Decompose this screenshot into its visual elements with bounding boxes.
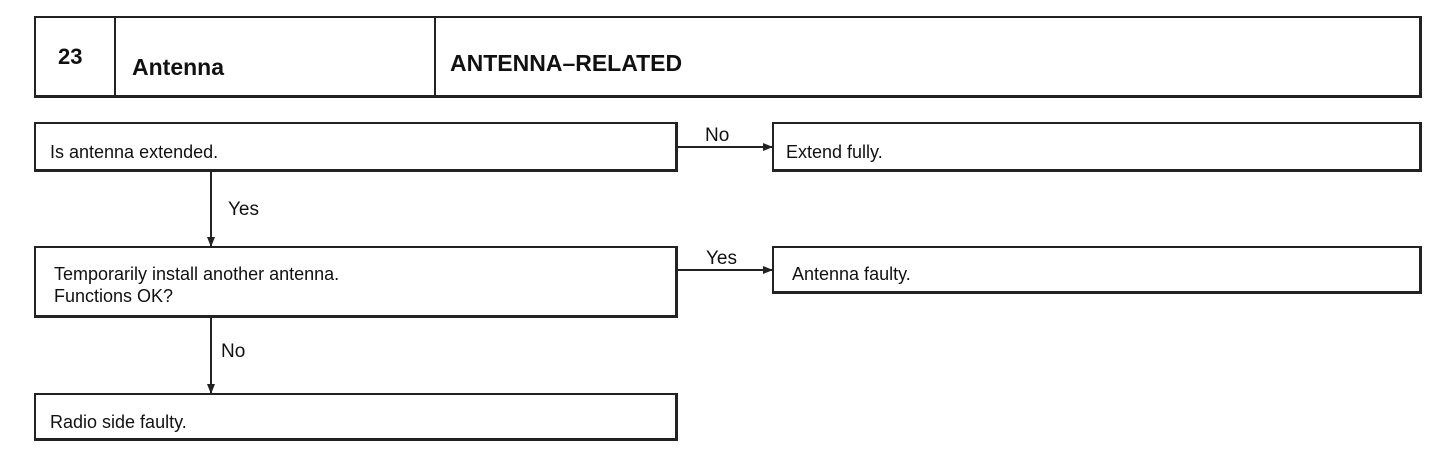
result-radio-side-faulty: Radio side faulty. [34,393,678,441]
question-install-line2: Functions OK? [54,286,174,306]
result-radio-side-faulty-text: Radio side faulty. [50,412,187,432]
question-antenna-extended: Is antenna extended. [34,122,678,172]
section-title: ANTENNA–RELATED [450,50,683,76]
result-antenna-faulty: Antenna faulty. [772,246,1422,294]
question-install-another-antenna: Temporarily install another antenna. Fun… [34,246,678,318]
diagram-header: 23 Antenna ANTENNA–RELATED [34,16,1422,98]
question-antenna-extended-text: Is antenna extended. [50,142,219,162]
edge-label-q1-yes: Yes [228,199,259,220]
result-antenna-faulty-text: Antenna faulty. [792,264,911,284]
edge-label-q1-no: No [705,125,730,146]
edge-label-q2-no: No [221,341,246,362]
question-install-line1: Temporarily install another antenna. [54,264,340,284]
result-extend-fully: Extend fully. [772,122,1422,172]
section-number: 23 [36,18,116,95]
component-name: Antenna [116,18,436,95]
edge-label-q2-yes: Yes [706,248,737,269]
result-extend-fully-text: Extend fully. [786,142,883,162]
